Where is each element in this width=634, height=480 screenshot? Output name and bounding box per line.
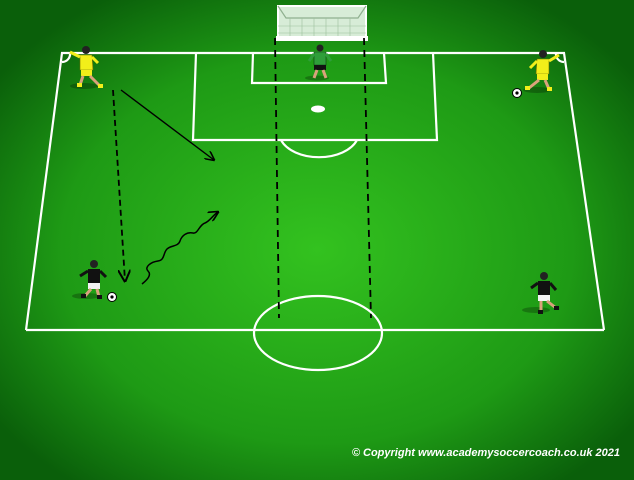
run-solid-arrow	[120, 89, 214, 160]
channel-dashed-lines	[274, 37, 372, 319]
penalty-box	[191, 52, 439, 142]
corner-arc-left	[61, 52, 72, 64]
attacker-left-wing	[69, 46, 103, 89]
pass-dashed-arrow	[112, 89, 125, 281]
defender-right	[522, 272, 559, 314]
ball-defender-left	[107, 292, 117, 302]
arrows	[112, 89, 218, 285]
penalty-spot	[311, 105, 325, 113]
center-circle	[252, 294, 384, 372]
channel-line-left	[274, 37, 280, 319]
dribble-wavy-arrow	[141, 212, 218, 285]
copyright-notice: © Copyright www.academysoccercoach.co.uk…	[351, 447, 620, 459]
goalkeeper	[305, 44, 333, 81]
corner-arc-right	[554, 52, 565, 64]
six-yard-box	[250, 52, 388, 85]
pitch-markings	[24, 51, 606, 372]
goal	[276, 5, 368, 41]
penalty-arc	[280, 139, 358, 159]
attacker-right-wing	[523, 50, 560, 93]
pitch-boundary	[24, 51, 606, 331]
channel-line-right	[363, 37, 372, 319]
defender-left	[72, 260, 108, 299]
ball-right-wing	[512, 88, 522, 98]
